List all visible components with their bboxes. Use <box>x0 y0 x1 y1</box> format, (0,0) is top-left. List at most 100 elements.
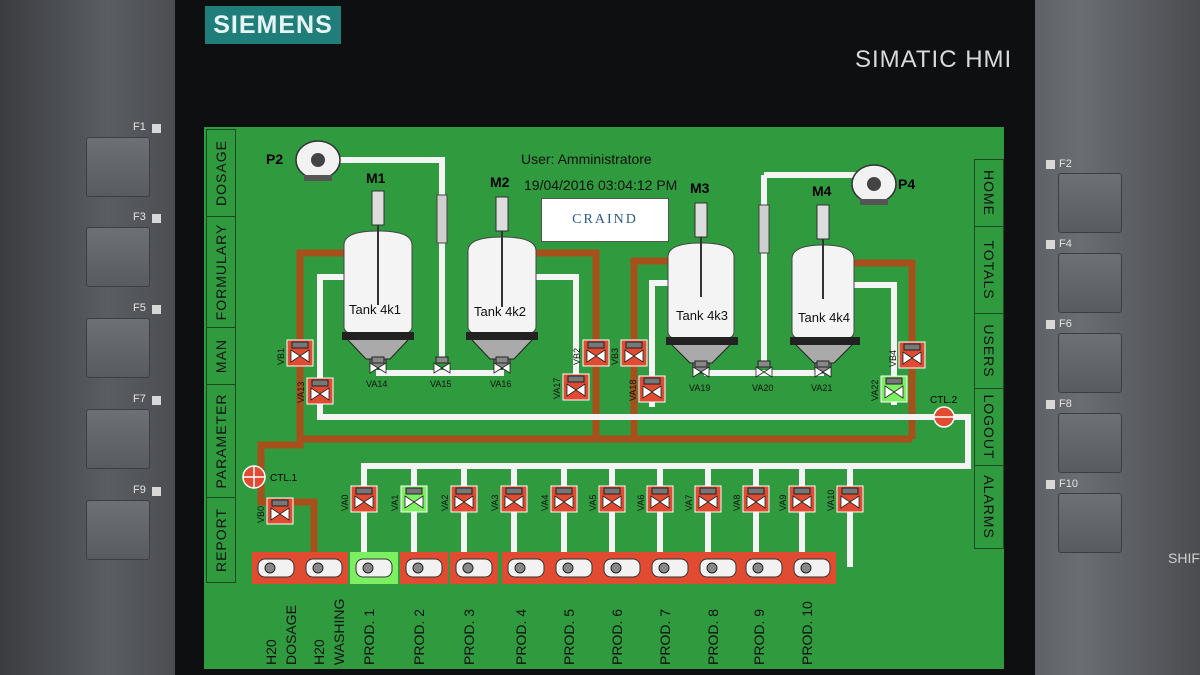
valve-va2[interactable]: VA2 <box>440 485 478 513</box>
tank-4k1[interactable] <box>342 190 414 370</box>
valve-vb3[interactable]: VB3 <box>610 339 648 367</box>
output-label: PROD. 4 <box>513 608 529 665</box>
fkey-label: F2 <box>1059 158 1072 170</box>
valve-va3[interactable]: VA3 <box>490 485 528 513</box>
valve-label: VA9 <box>778 495 788 511</box>
pump-p4-icon[interactable] <box>851 164 897 205</box>
valve-va7[interactable]: VA7 <box>684 485 722 513</box>
valve-label: VA10 <box>826 490 836 511</box>
ctl1-icon[interactable] <box>242 465 266 489</box>
output-label: PROD. 5 <box>561 608 577 665</box>
valve-label: VA17 <box>552 378 562 399</box>
fkey-led <box>152 214 161 223</box>
tank-4k3[interactable] <box>666 202 738 374</box>
valve-label: VA5 <box>588 495 598 511</box>
output-pump-icon[interactable] <box>502 552 550 584</box>
valve-label: VB1 <box>276 348 286 365</box>
valve-va14[interactable]: VA14 <box>366 356 387 389</box>
output-label: DOSAGE <box>283 605 299 665</box>
nav-formulary[interactable]: FORMULARY <box>207 217 235 328</box>
fkey-f3[interactable] <box>86 227 150 287</box>
fkey-f10[interactable] <box>1058 493 1122 553</box>
valve-va5[interactable]: VA5 <box>588 485 626 513</box>
fkey-f8[interactable] <box>1058 413 1122 473</box>
fkey-f4[interactable] <box>1058 253 1122 313</box>
nav-dosage[interactable]: DOSAGE <box>207 130 235 217</box>
valve-va4[interactable]: VA4 <box>540 485 578 513</box>
output-label: PROD. 2 <box>411 608 427 665</box>
right-nav: HOME TOTALS USERS LOGOUT ALARMS <box>974 159 1004 549</box>
fkey-led <box>152 487 161 496</box>
pipe-p2 <box>324 157 445 362</box>
nav-man[interactable]: MAN <box>207 328 235 385</box>
output-pump-icon[interactable] <box>450 552 498 584</box>
valve-vb4[interactable]: VB4 <box>888 341 926 369</box>
tank-4k4[interactable] <box>790 204 860 374</box>
tank-label: Tank 4k4 <box>798 310 850 325</box>
valve-va22[interactable]: VA22 <box>870 375 908 403</box>
valve-va16[interactable]: VA16 <box>490 356 511 389</box>
output-pump-icon[interactable] <box>550 552 598 584</box>
fkey-f6[interactable] <box>1058 333 1122 393</box>
output-pump-icon[interactable] <box>694 552 742 584</box>
valve-va19[interactable]: VA19 <box>689 360 710 393</box>
output-pump-icon[interactable] <box>252 552 300 584</box>
fkey-f2[interactable] <box>1058 173 1122 233</box>
fkey-f7[interactable] <box>86 409 150 469</box>
valve-va1[interactable]: VA1 <box>390 485 428 513</box>
valve-va6[interactable]: VA6 <box>636 485 674 513</box>
nav-users[interactable]: USERS <box>975 314 1003 389</box>
fkey-led <box>152 396 161 405</box>
valve-label: VB0 <box>256 506 266 523</box>
valve-label: VA22 <box>870 380 880 401</box>
tank-4k2[interactable] <box>466 196 538 370</box>
fkey-label: F9 <box>133 484 146 496</box>
output-pump-icon[interactable] <box>300 552 348 584</box>
valve-vb0[interactable]: VB0 <box>256 497 294 525</box>
left-nav: DOSAGE FORMULARY MAN PARAMETER REPORT <box>206 129 236 583</box>
output-pump-icon[interactable] <box>400 552 448 584</box>
fkey-led <box>1046 400 1055 409</box>
fkey-f1[interactable] <box>86 137 150 197</box>
valve-va0[interactable]: VA0 <box>340 485 378 513</box>
output-pump-icon[interactable] <box>350 552 398 584</box>
process-diagram: P2 P4 M1 M2 M3 M4 Tank 4k1 Tank 4k2 Tank… <box>242 140 971 584</box>
pipe-left-cold <box>317 274 944 420</box>
valve-label: VA18 <box>628 380 638 401</box>
hmi-screen: DOSAGE FORMULARY MAN PARAMETER REPORT HO… <box>204 127 1004 669</box>
output-pump-icon[interactable] <box>740 552 788 584</box>
valve-va8[interactable]: VA8 <box>732 485 770 513</box>
fkey-led <box>1046 240 1055 249</box>
valve-label: VA1 <box>390 495 400 511</box>
output-pump-icon[interactable] <box>788 552 836 584</box>
valve-vb1[interactable]: VB1 <box>276 339 314 367</box>
valve-label: VB4 <box>888 350 898 367</box>
nav-logout[interactable]: LOGOUT <box>975 389 1003 466</box>
valve-va10[interactable]: VA10 <box>826 485 864 513</box>
valve-label: VA7 <box>684 495 694 511</box>
valve-va17[interactable]: VA17 <box>552 373 590 401</box>
fkey-label: F6 <box>1059 318 1072 330</box>
nav-parameter[interactable]: PARAMETER <box>207 385 235 498</box>
valve-va21[interactable]: VA21 <box>811 360 832 393</box>
user-label: User: Amministratore <box>521 151 652 167</box>
valve-va20[interactable]: VA20 <box>752 360 773 393</box>
ctl2-icon[interactable] <box>933 406 955 428</box>
valve-vb2[interactable]: VB2 <box>572 339 610 367</box>
nav-totals[interactable]: TOTALS <box>975 227 1003 314</box>
output-pump-icon[interactable] <box>646 552 694 584</box>
fkey-f5[interactable] <box>86 318 150 378</box>
output-label: PROD. 8 <box>705 608 721 665</box>
pipe-drops <box>411 466 853 567</box>
fkey-f9[interactable] <box>86 500 150 560</box>
valve-va15[interactable]: VA15 <box>430 356 451 389</box>
valve-va18[interactable]: VA18 <box>628 375 666 403</box>
output-pump-icon[interactable] <box>598 552 646 584</box>
nav-home[interactable]: HOME <box>975 160 1003 227</box>
pump-p2-icon[interactable] <box>295 140 341 181</box>
brand-logo: SIEMENS <box>205 6 341 44</box>
fkey-label: F1 <box>133 121 146 133</box>
valve-va13[interactable]: VA13 <box>296 377 334 405</box>
valve-va9[interactable]: VA9 <box>778 485 816 513</box>
